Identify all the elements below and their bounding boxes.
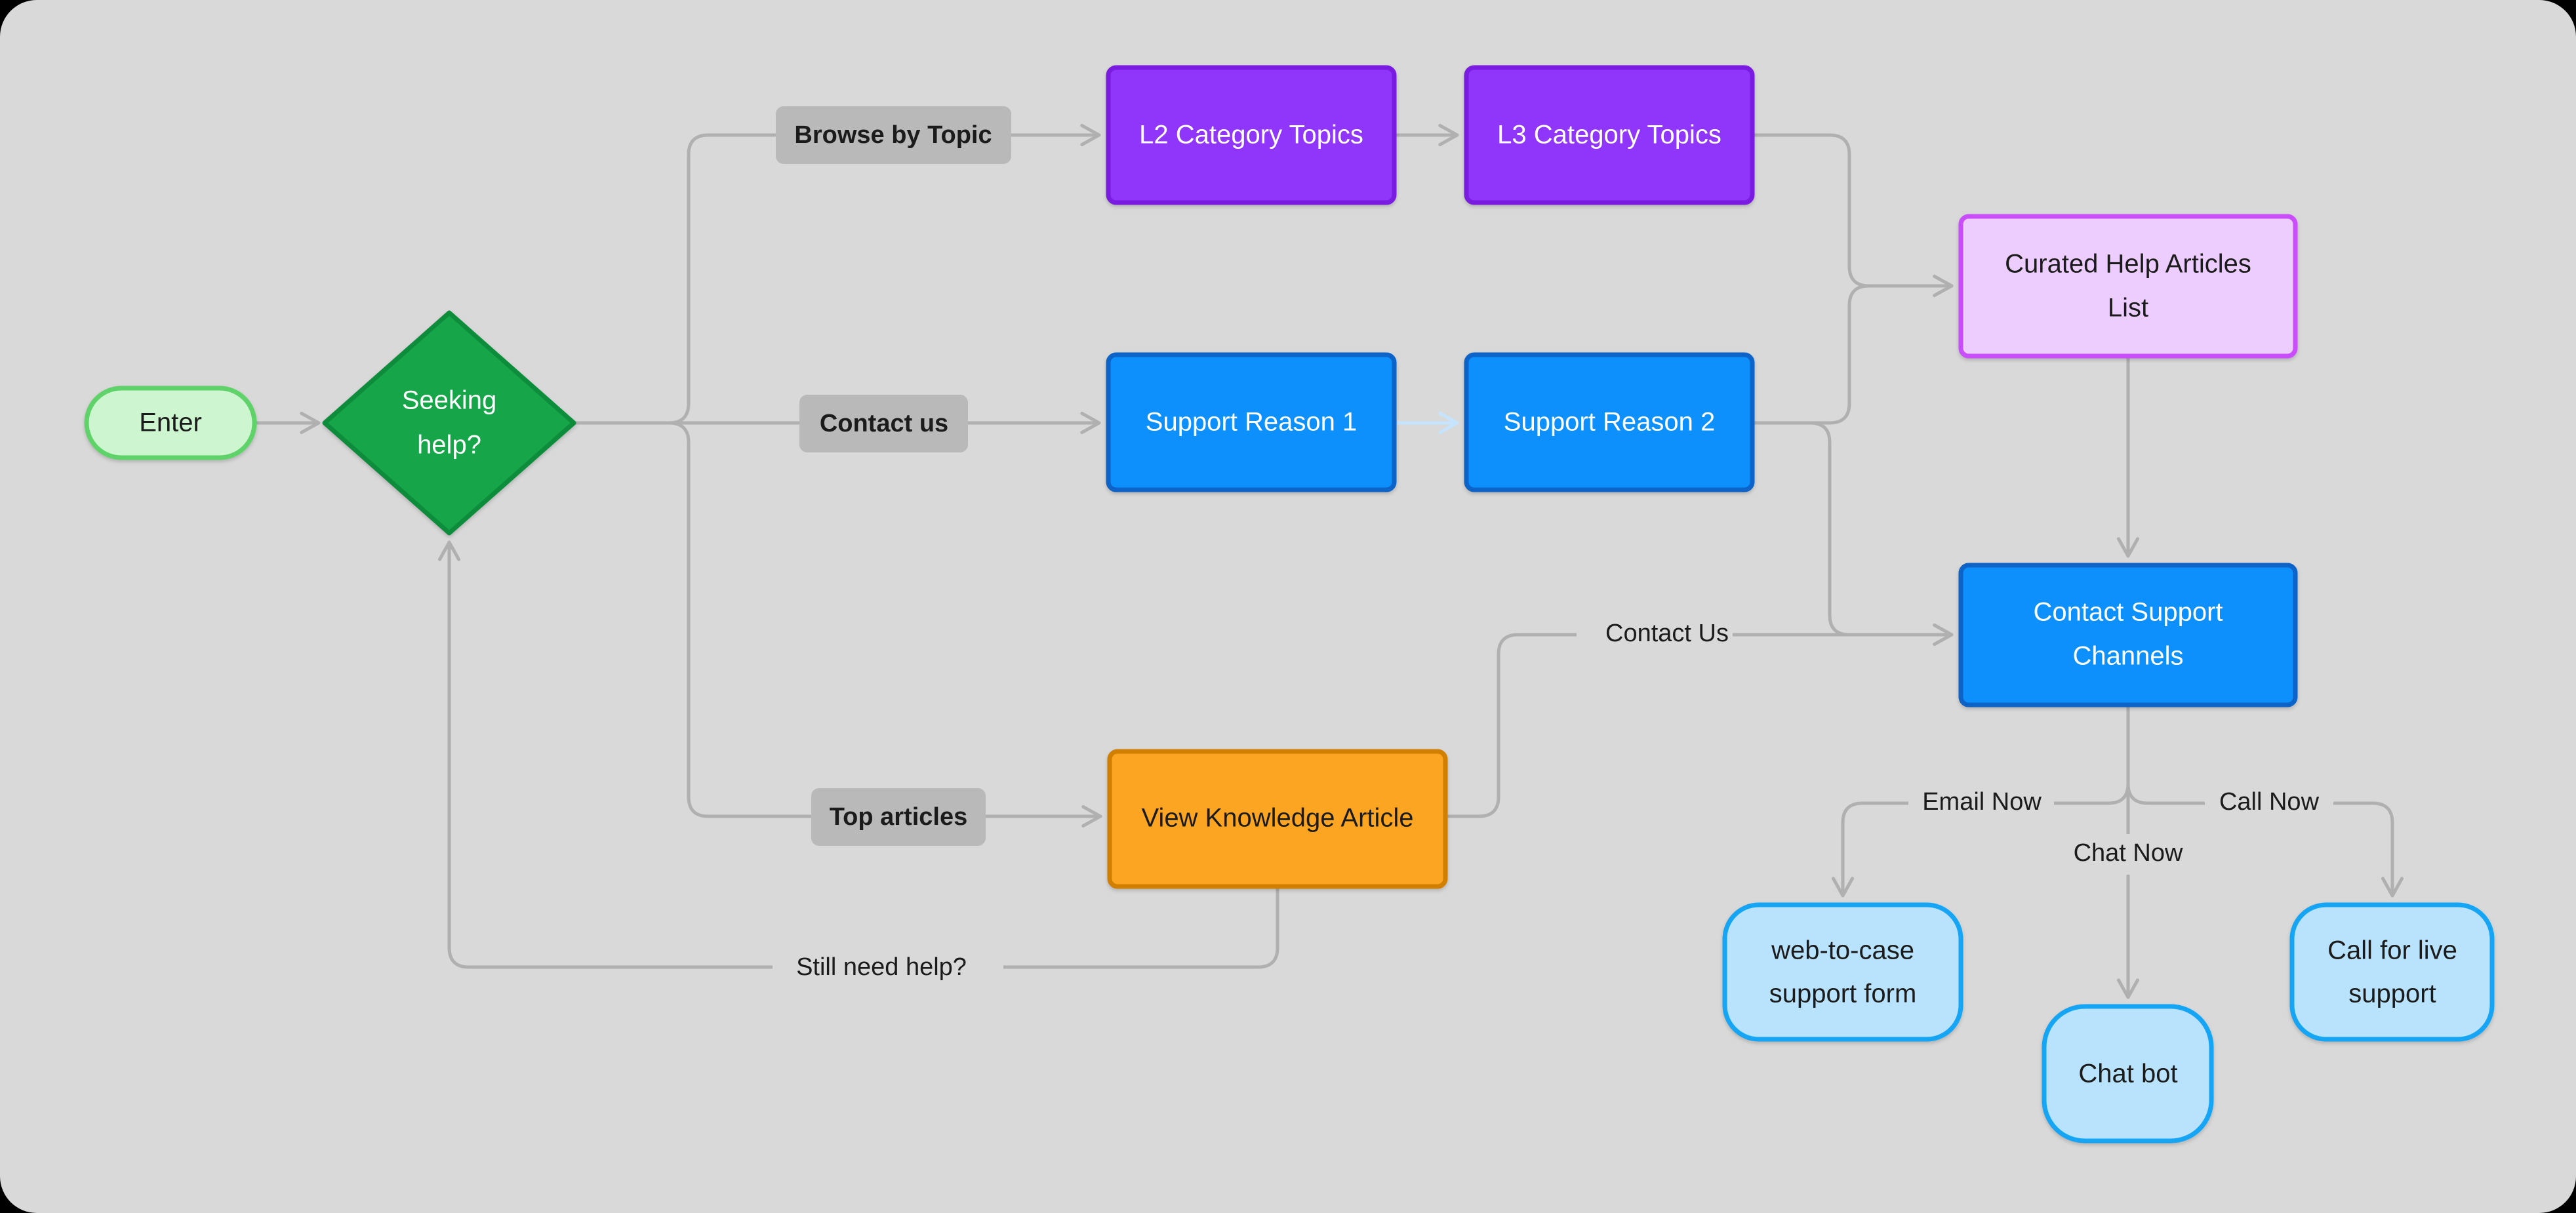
- node-support-reason-1[interactable]: Support Reason 1: [1106, 352, 1397, 492]
- edge-seeking-help-to-view-knowledge-article: [574, 421, 1102, 828]
- node-support-reason-2-shape[interactable]: [1464, 352, 1755, 492]
- node-web-to-case-support-form[interactable]: web-to-case support form: [1722, 902, 1963, 1042]
- node-curated-help-articles-list-shape[interactable]: [1958, 214, 2298, 359]
- node-web-to-case-support-form-shape[interactable]: [1722, 902, 1963, 1042]
- edge-label-mask-still-need-help: [773, 946, 1003, 988]
- node-contact-support-channels-label-line2: Channels: [2072, 642, 2183, 671]
- node-l3-category-topics[interactable]: L3 Category Topics: [1464, 65, 1755, 205]
- node-curated-help-articles-list[interactable]: Curated Help Articles List: [1958, 214, 2298, 359]
- node-view-knowledge-article-label: View Knowledge Article: [1141, 804, 1413, 833]
- node-chat-bot[interactable]: Chat bot: [2042, 1004, 2214, 1143]
- edge-label-mask-call-now: [2205, 783, 2333, 824]
- edge-label-chip-contact-us-branch: [799, 395, 968, 452]
- edge-label-mask-email-now: [1908, 783, 2054, 824]
- edge-label-text-chat-now: Chat Now: [2074, 839, 2183, 867]
- node-support-reason-1-shape[interactable]: [1106, 352, 1397, 492]
- edge-label-text-browse-by-topic: Browse by Topic: [794, 121, 992, 149]
- edge-support-reason-2-to-curated-help-articles-list: [1750, 274, 1954, 425]
- edge-label-browse-by-topic: Browse by Topic: [776, 106, 1011, 164]
- node-call-for-live-support-label-line2: support: [2348, 980, 2436, 1008]
- edge-label-top-articles: Top articles: [811, 788, 986, 846]
- edge-label-email-now: Email Now: [1908, 783, 2054, 824]
- node-l2-category-topics-shape[interactable]: [1106, 65, 1397, 205]
- edge-support-reason-2-to-contact-support-channels: [1750, 421, 1954, 646]
- edge-view-knowledge-article-to-contact-support-channels: [1443, 623, 1954, 818]
- node-support-reason-2[interactable]: Support Reason 2: [1464, 352, 1755, 492]
- node-web-to-case-support-form-label-line2: support form: [1769, 980, 1917, 1008]
- node-l3-category-topics-shape[interactable]: [1464, 65, 1755, 205]
- edge-label-still-need-help: Still need help?: [773, 946, 1003, 988]
- edge-label-text-top-articles: Top articles: [830, 803, 967, 831]
- node-l2-category-topics[interactable]: L2 Category Topics: [1106, 65, 1397, 205]
- edge-label-contact-us-branch: Contact us: [799, 395, 968, 452]
- node-support-reason-1-label: Support Reason 1: [1146, 408, 1357, 437]
- edge-label-text-contact-us-branch: Contact us: [820, 410, 948, 437]
- node-view-knowledge-article[interactable]: View Knowledge Article: [1107, 749, 1448, 889]
- node-web-to-case-support-form-label-line1: web-to-case: [1771, 936, 1914, 965]
- edge-label-chip-browse-by-topic: [776, 106, 1011, 164]
- node-chat-bot-shape[interactable]: [2042, 1004, 2214, 1143]
- edge-label-chat-now: Chat Now: [2059, 834, 2198, 875]
- node-l2-category-topics-label: L2 Category Topics: [1139, 121, 1363, 149]
- node-curated-help-articles-list-label-line1: Curated Help Articles: [2005, 250, 2251, 279]
- node-support-reason-2-label: Support Reason 2: [1504, 408, 1715, 437]
- edge-label-call-now: Call Now: [2205, 783, 2333, 824]
- edge-label-text-call-now: Call Now: [2219, 788, 2320, 816]
- node-call-for-live-support-label-line1: Call for live: [2327, 936, 2457, 965]
- node-l3-category-topics-label: L3 Category Topics: [1497, 121, 1721, 149]
- node-enter-shape[interactable]: [84, 386, 257, 460]
- node-contact-support-channels[interactable]: Contact Support Channels: [1958, 563, 2298, 707]
- node-seeking-help-shape[interactable]: [322, 310, 576, 536]
- edge-label-text-email-now: Email Now: [1922, 788, 2042, 816]
- edge-label-text-contact-us-join: Contact Us: [1605, 620, 1729, 647]
- node-seeking-help[interactable]: Seeking help?: [322, 310, 576, 536]
- edge-label-text-still-need-help: Still need help?: [796, 953, 967, 981]
- node-chat-bot-label: Chat bot: [2078, 1060, 2177, 1088]
- node-seeking-help-label-line2: help?: [417, 431, 481, 460]
- edge-label-contact-us-join: Contact Us: [1577, 614, 1733, 656]
- node-contact-support-channels-label-line1: Contact Support: [2033, 598, 2223, 627]
- node-view-knowledge-article-shape[interactable]: [1107, 749, 1448, 889]
- node-call-for-live-support-shape[interactable]: [2289, 902, 2495, 1042]
- edge-l3-to-curated-help-articles-list: [1750, 133, 1954, 298]
- edge-label-mask-contact-us-join: [1577, 614, 1733, 656]
- edge-label-chip-top-articles: [811, 788, 986, 846]
- node-curated-help-articles-list-label-line2: List: [2108, 294, 2148, 323]
- node-contact-support-channels-shape[interactable]: [1958, 563, 2298, 707]
- edge-labels-layer: Browse by Topic Contact us Top articles …: [773, 106, 2333, 988]
- node-enter-label: Enter: [139, 408, 202, 437]
- edge-label-mask-chat-now: [2059, 834, 2198, 875]
- edge-seeking-help-to-l2-category-topics: [574, 123, 1101, 425]
- node-enter[interactable]: Enter: [84, 386, 257, 460]
- nodes-layer: Enter Seeking help? L2 Category Topics L…: [84, 65, 2495, 1143]
- node-seeking-help-label-line1: Seeking: [402, 386, 497, 415]
- node-call-for-live-support[interactable]: Call for live support: [2289, 902, 2495, 1042]
